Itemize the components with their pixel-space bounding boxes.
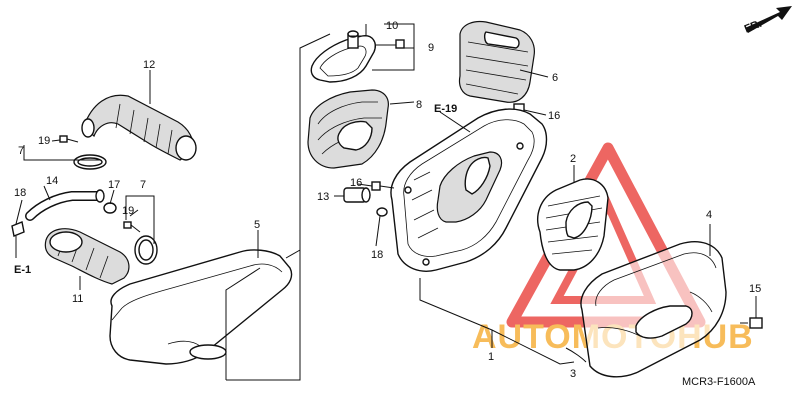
part-12-intake-snorkel[interactable] [81,94,197,161]
part-13-sensor-sleeve[interactable] [343,187,371,203]
callout-11: 11 [72,293,83,305]
leader-lines [15,23,757,365]
part-7-hose-clamp-upper[interactable] [73,154,107,170]
part-9-bolt[interactable] [376,39,405,49]
front-direction-arrow: FR. [743,6,792,35]
part-18-clip-center[interactable] [376,207,388,217]
callout-6: 6 [552,72,558,84]
front-direction-label: FR. [743,18,764,36]
callout-4: 4 [706,209,712,221]
figure-code: MCR3-F1600A [682,376,756,388]
part-17-hose-clip[interactable] [103,202,117,214]
callout-10: 10 [386,20,398,32]
callout-5: 5 [254,219,260,231]
callout-7-lower: 7 [140,179,146,191]
callout-15: 15 [749,283,761,295]
callout-3: 3 [570,368,576,380]
part-10-stud[interactable] [347,30,359,49]
callout-14: 14 [46,175,58,187]
part-11-intake-duct-lower[interactable] [44,228,130,285]
part-2-air-filter-element[interactable] [537,178,609,271]
part-8-air-funnel[interactable] [307,89,389,169]
part-1-air-cleaner-housing[interactable] [390,108,548,272]
callout-18-center: 18 [371,249,383,261]
callout-19-upper: 19 [38,135,50,147]
ref-e1: E-1 [14,264,31,276]
part-5-air-cleaner-lower-cover[interactable] [109,249,293,365]
callout-8: 8 [416,99,422,111]
part-19-screw-lower[interactable] [123,221,141,233]
callout-16-lower: 16 [350,177,362,189]
part-4-air-cleaner-outer-cover[interactable] [580,240,727,378]
part-18-clip-left[interactable] [11,221,25,237]
part-7-hose-clamp-lower[interactable] [134,235,158,265]
part-6-upper-intake-duct[interactable] [458,20,535,103]
callout-9: 9 [428,42,434,54]
callout-12: 12 [143,59,155,71]
callout-1: 1 [488,351,494,363]
reference-bracket-left [225,33,331,381]
callout-13: 13 [317,191,329,203]
part-10-gasket[interactable] [310,35,376,83]
callout-16-upper: 16 [548,110,560,122]
ref-e19: E-19 [434,103,457,115]
part-3-seal-ring[interactable] [565,347,587,363]
callout-19-lower: 19 [122,205,134,217]
callout-2: 2 [570,153,576,165]
callout-17: 17 [108,179,120,191]
part-19-screw-upper[interactable] [59,135,79,143]
callout-7-upper: 7 [18,145,24,157]
callout-labels: 12 19 7 14 17 7 18 19 E-1 11 5 10 9 8 E-… [14,20,761,388]
callout-18-left: 18 [14,187,26,199]
arrow-icon [745,6,792,33]
part-14-breather-hose[interactable] [25,189,105,221]
